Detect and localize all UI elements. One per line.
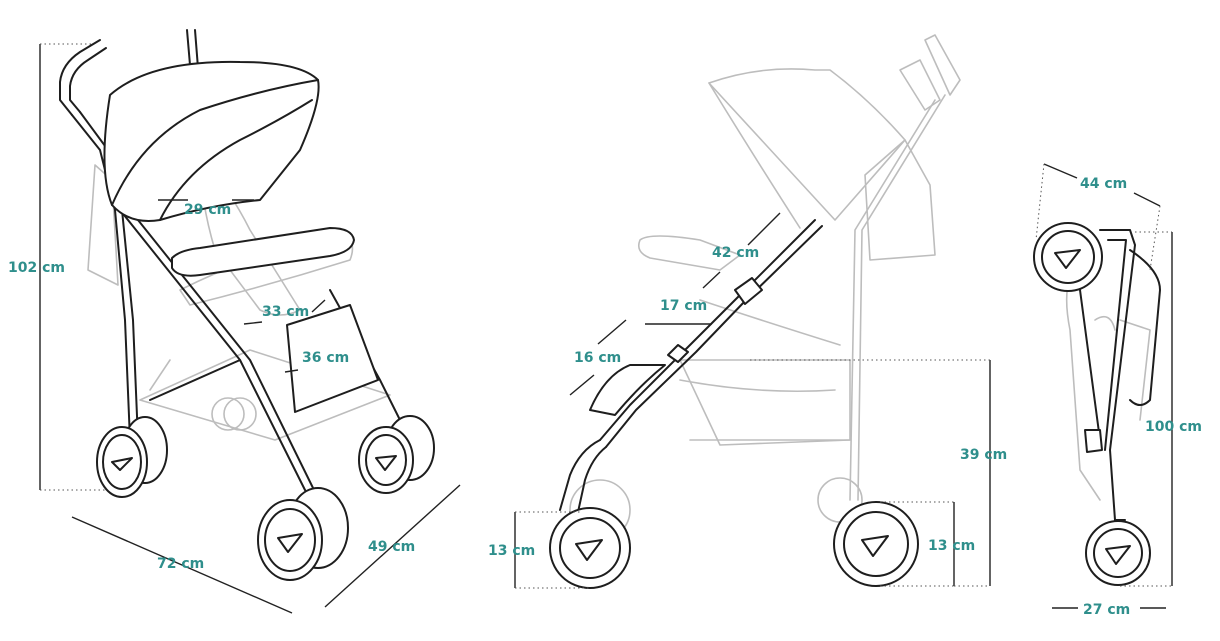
side-seat-depth-label: 17 cm (660, 298, 707, 314)
folded-height-label: 100 cm (1145, 419, 1202, 435)
side-view-dimension-lines (514, 212, 991, 589)
front-view-ghost-wheel (211, 397, 257, 431)
folded-length-label: 44 cm (1080, 176, 1127, 192)
front-view-stroller (59, 29, 435, 581)
side-rear-wheel-label: 13 cm (928, 538, 975, 554)
front-length-label: 72 cm (157, 556, 204, 572)
front-view-wheel-front (257, 487, 349, 581)
folded-width-label: 27 cm (1083, 602, 1130, 618)
front-width-label: 49 cm (368, 539, 415, 555)
side-front-wheel-label: 13 cm (488, 543, 535, 559)
side-seat-height-label: 39 cm (960, 447, 1007, 463)
dimension-labels: 102 cm 72 cm 49 cm 29 cm 33 cm 36 cm 42 … (8, 176, 1202, 618)
side-view-wheel-front (549, 507, 631, 589)
side-view-stroller (549, 34, 961, 589)
folded-view-wheel-top (1033, 222, 1103, 292)
side-view-wheel-rear (833, 501, 919, 587)
front-seat-width-label: 33 cm (262, 304, 309, 320)
side-footrest-label: 16 cm (574, 350, 621, 366)
folded-view-wheel-bottom (1085, 520, 1151, 586)
front-view-wheel-right (358, 415, 435, 494)
side-backrest-label: 42 cm (712, 245, 759, 261)
front-canopy-width-label: 29 cm (184, 202, 231, 218)
folded-view-dimension-lines (1035, 163, 1173, 609)
front-footrest-width-label: 36 cm (302, 350, 349, 366)
folded-view-stroller (1033, 222, 1161, 586)
front-view-wheel-left (96, 416, 168, 498)
front-view-dimension-lines (39, 43, 461, 614)
front-height-label: 102 cm (8, 260, 65, 276)
